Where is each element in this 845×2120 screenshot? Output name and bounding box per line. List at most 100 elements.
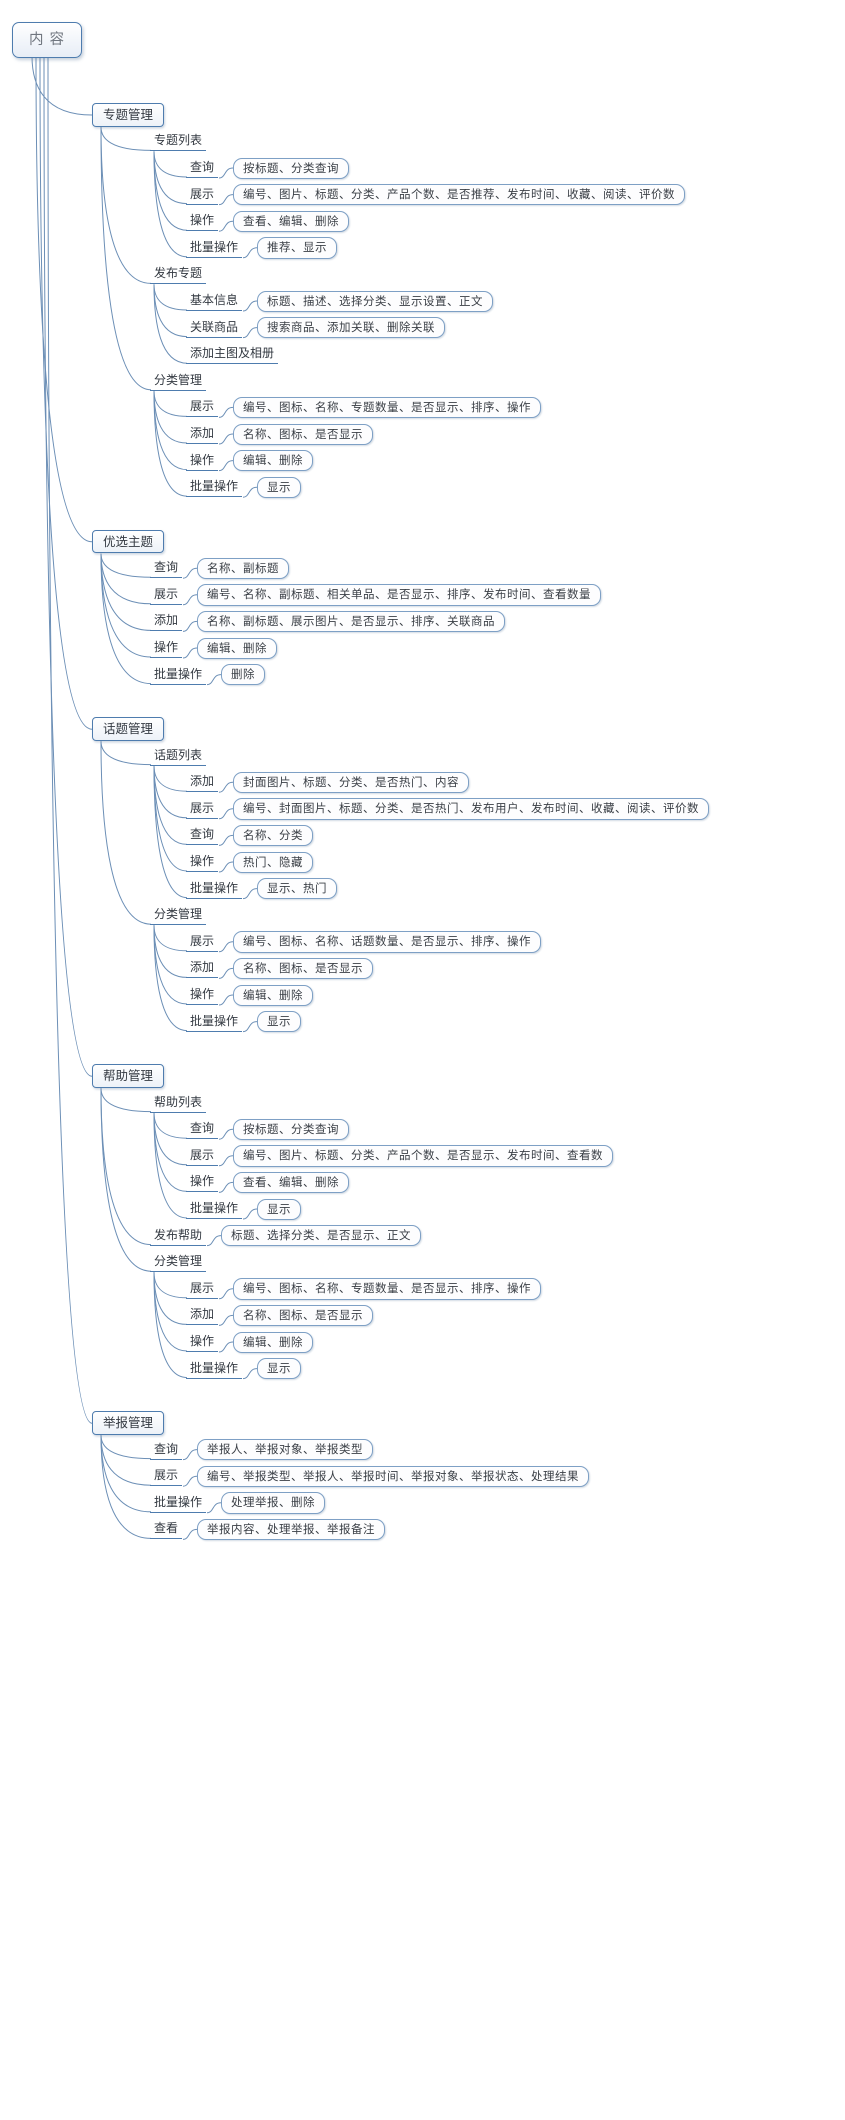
sub-topic[interactable]: 添加 (186, 960, 219, 979)
detail-topic[interactable]: 编辑、删除 (197, 637, 277, 659)
sub-topic[interactable]: 操作 (186, 453, 219, 471)
main-topic[interactable]: 话题管理 (92, 717, 165, 741)
sub-topic[interactable]: 发布专题 (150, 266, 207, 285)
sub-topic[interactable]: 分类管理 (150, 907, 207, 926)
sub-topic[interactable]: 添加主图及相册 (186, 346, 279, 365)
sub-topic[interactable]: 分类管理 (150, 1254, 207, 1273)
detail-topic[interactable]: 查看、编辑、删除 (233, 1171, 349, 1194)
sub-topic[interactable]: 批量操作 (186, 1014, 243, 1032)
sub-topic[interactable]: 批量操作 (186, 1361, 243, 1379)
detail-topic[interactable]: 编号、图片、标题、分类、产品个数、是否显示、发布时间、查看数 (233, 1145, 613, 1167)
detail-topic[interactable]: 按标题、分类查询 (233, 157, 349, 179)
detail-topic[interactable]: 编号、图片、标题、分类、产品个数、是否推荐、发布时间、收藏、阅读、评价数 (233, 184, 685, 206)
sub-topic[interactable]: 展示 (186, 1148, 219, 1166)
sub-topic[interactable]: 操作 (150, 640, 183, 658)
detail-topic[interactable]: 名称、图标、是否显示 (233, 423, 373, 445)
sub-topic[interactable]: 操作 (186, 1334, 219, 1352)
sub-topic[interactable]: 操作 (186, 987, 219, 1005)
sub-topic[interactable]: 展示 (186, 399, 219, 418)
detail-topic[interactable]: 名称、图标、是否显示 (233, 957, 373, 980)
connector-line (153, 284, 188, 311)
detail-topic[interactable]: 名称、图标、是否显示 (233, 1304, 373, 1327)
detail-topic[interactable]: 显示 (257, 476, 301, 499)
sub-topic[interactable]: 添加 (186, 1307, 219, 1326)
connector-line (153, 1272, 188, 1299)
connector-line (100, 1435, 152, 1460)
connector-line (153, 151, 188, 178)
detail-topic[interactable]: 编号、图标、名称、专题数量、是否显示、排序、操作 (233, 396, 541, 419)
detail-topic[interactable]: 编号、图标、名称、专题数量、是否显示、排序、操作 (233, 1278, 541, 1300)
sub-topic[interactable]: 展示 (186, 187, 219, 205)
connector-line (182, 1475, 198, 1487)
sub-topic[interactable]: 专题列表 (150, 133, 207, 152)
detail-topic[interactable]: 推荐、显示 (257, 237, 337, 259)
sub-topic[interactable]: 添加 (186, 426, 219, 444)
detail-topic[interactable]: 按标题、分类查询 (233, 1118, 349, 1141)
sub-topic[interactable]: 批量操作 (186, 1201, 243, 1219)
connector-line (153, 151, 188, 258)
central-topic[interactable]: 内容 (12, 22, 82, 59)
sub-topic[interactable]: 展示 (150, 1468, 183, 1487)
detail-topic[interactable]: 搜索商品、添加关联、删除关联 (257, 317, 445, 339)
sub-topic[interactable]: 基本信息 (186, 293, 243, 311)
sub-topic[interactable]: 发布帮助 (150, 1228, 207, 1246)
sub-topic[interactable]: 关联商品 (186, 320, 243, 338)
sub-topic[interactable]: 批量操作 (150, 667, 207, 685)
detail-topic[interactable]: 名称、副标题、展示图片、是否显示、排序、关联商品 (197, 610, 505, 633)
detail-topic[interactable]: 编辑、删除 (233, 984, 313, 1006)
main-topic[interactable]: 举报管理 (92, 1411, 165, 1435)
detail-topic[interactable]: 封面图片、标题、分类、是否热门、内容 (233, 771, 469, 794)
sub-topic[interactable]: 查看 (150, 1521, 183, 1540)
detail-topic[interactable]: 编号、封面图片、标题、分类、是否热门、发布用户、发布时间、收藏、阅读、评价数 (233, 798, 709, 820)
connector-line (218, 1288, 234, 1300)
detail-topic[interactable]: 查看、编辑、删除 (233, 210, 349, 233)
sub-topic[interactable]: 查询 (150, 560, 183, 579)
detail-topic[interactable]: 编号、名称、副标题、相关单品、是否显示、排序、发布时间、查看数量 (197, 584, 601, 606)
detail-topic[interactable]: 显示 (257, 1198, 301, 1220)
main-topic[interactable]: 帮助管理 (92, 1064, 165, 1088)
sub-topic[interactable]: 批量操作 (186, 479, 243, 498)
sub-topic[interactable]: 查询 (150, 1442, 183, 1460)
sub-topic[interactable]: 展示 (186, 934, 219, 952)
detail-topic[interactable]: 显示 (257, 1011, 301, 1033)
detail-topic[interactable]: 举报内容、处理举报、举报备注 (197, 1518, 385, 1541)
detail-topic[interactable]: 编辑、删除 (233, 450, 313, 472)
detail-topic[interactable]: 显示 (257, 1358, 301, 1380)
detail-topic[interactable]: 显示、热门 (257, 878, 337, 900)
sub-topic[interactable]: 操作 (186, 1174, 219, 1193)
sub-topic[interactable]: 话题列表 (150, 748, 207, 766)
detail-topic[interactable]: 名称、副标题 (197, 557, 289, 580)
sub-topic[interactable]: 批量操作 (186, 881, 243, 899)
connector-line (218, 1155, 234, 1167)
sub-topic[interactable]: 展示 (186, 1281, 219, 1299)
sub-topic[interactable]: 操作 (186, 854, 219, 872)
detail-topic[interactable]: 举报人、举报对象、举报类型 (197, 1439, 373, 1461)
connector-line (242, 888, 258, 900)
sub-topic[interactable]: 批量操作 (186, 240, 243, 258)
detail-topic[interactable]: 处理举报、删除 (221, 1492, 325, 1514)
main-topic[interactable]: 专题管理 (92, 103, 165, 127)
sub-topic[interactable]: 查询 (186, 160, 219, 178)
detail-topic[interactable]: 标题、选择分类、是否显示、正文 (221, 1225, 421, 1247)
sub-topic[interactable]: 展示 (186, 801, 219, 819)
sub-topic[interactable]: 操作 (186, 213, 219, 232)
sub-topic[interactable]: 添加 (150, 613, 183, 632)
sub-topic[interactable]: 帮助列表 (150, 1095, 207, 1113)
sub-topic[interactable]: 查询 (186, 1121, 219, 1140)
connector-line (218, 1181, 234, 1193)
detail-topic[interactable]: 删除 (221, 664, 265, 686)
connector-line (242, 300, 258, 312)
sub-topic[interactable]: 展示 (150, 587, 183, 605)
sub-topic[interactable]: 批量操作 (150, 1495, 207, 1513)
sub-topic[interactable]: 分类管理 (150, 373, 207, 391)
detail-topic[interactable]: 标题、描述、选择分类、显示设置、正文 (257, 290, 493, 312)
detail-topic[interactable]: 编辑、删除 (233, 1331, 313, 1353)
sub-topic[interactable]: 添加 (186, 774, 219, 793)
detail-topic[interactable]: 名称、分类 (233, 824, 313, 847)
main-topic[interactable]: 优选主题 (92, 529, 165, 554)
detail-topic[interactable]: 热门、隐藏 (233, 851, 313, 873)
sub-topic[interactable]: 查询 (186, 827, 219, 846)
detail-topic[interactable]: 编号、图标、名称、话题数量、是否显示、排序、操作 (233, 931, 541, 953)
connector-line (218, 460, 234, 472)
detail-topic[interactable]: 编号、举报类型、举报人、举报时间、举报对象、举报状态、处理结果 (197, 1465, 589, 1488)
